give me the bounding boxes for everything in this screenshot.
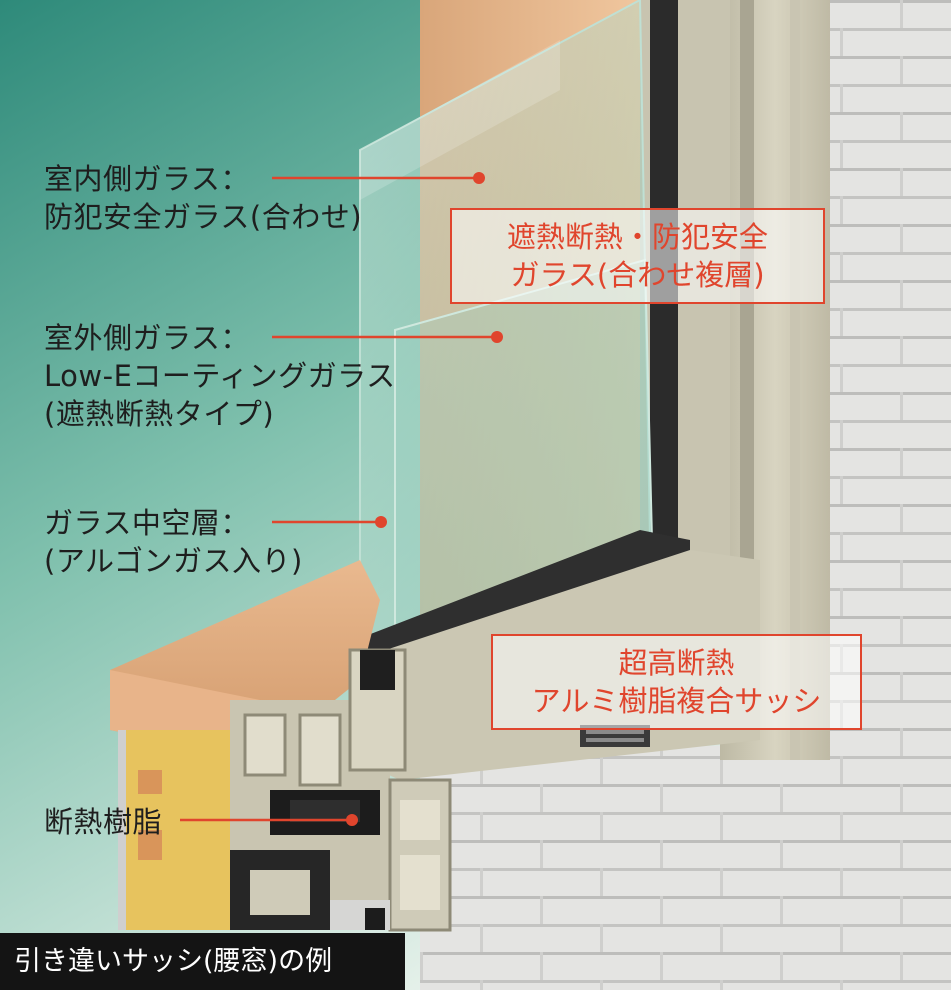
resin-label-line1: 断熱樹脂 <box>44 805 163 839</box>
outdoor-glass-label-line3: (遮熱断熱タイプ) <box>44 397 275 431</box>
cavity-label-line2: (アルゴンガス入り) <box>44 544 303 578</box>
glass-callout-line2: ガラス(合わせ複層) <box>510 258 765 292</box>
indoor-glass-dot <box>473 172 485 184</box>
outdoor-glass-label-line1: 室外側ガラス： <box>44 321 250 355</box>
outdoor-glass-dot <box>491 331 503 343</box>
outdoor-glass-label-line2: Low-Eコーティングガラス <box>44 359 396 393</box>
glass-callout-line1: 遮熱断熱・防犯安全 <box>506 220 768 254</box>
leader-lines <box>180 176 496 822</box>
cavity-label: ガラス中空層： (アルゴンガス入り) <box>44 504 303 580</box>
glass-callout-box: 遮熱断熱・防犯安全 ガラス(合わせ複層) <box>450 208 825 304</box>
sash-callout-line2: アルミ樹脂複合サッシ <box>531 684 822 718</box>
resin-dot <box>346 814 358 826</box>
leader-dots <box>346 172 503 826</box>
sash-callout-box: 超高断熱 アルミ樹脂複合サッシ <box>491 634 862 730</box>
indoor-glass-label: 室内側ガラス： 防犯安全ガラス(合わせ) <box>44 160 362 236</box>
frame-profile <box>230 648 452 932</box>
resin-label: 断熱樹脂 <box>44 803 162 841</box>
caption-bar: 引き違いサッシ(腰窓)の例 <box>0 933 405 990</box>
cavity-dot <box>375 516 387 528</box>
sash-callout-line1: 超高断熱 <box>618 646 735 680</box>
cavity-label-line1: ガラス中空層： <box>44 506 250 540</box>
exterior-wall-lower <box>420 740 830 990</box>
outdoor-glass-label: 室外側ガラス： Low-Eコーティングガラス (遮熱断熱タイプ) <box>44 319 396 433</box>
indoor-glass-label-line2: 防犯安全ガラス(合わせ) <box>44 200 363 234</box>
indoor-glass-label-line1: 室内側ガラス： <box>44 162 250 196</box>
exterior-wall <box>830 0 951 990</box>
